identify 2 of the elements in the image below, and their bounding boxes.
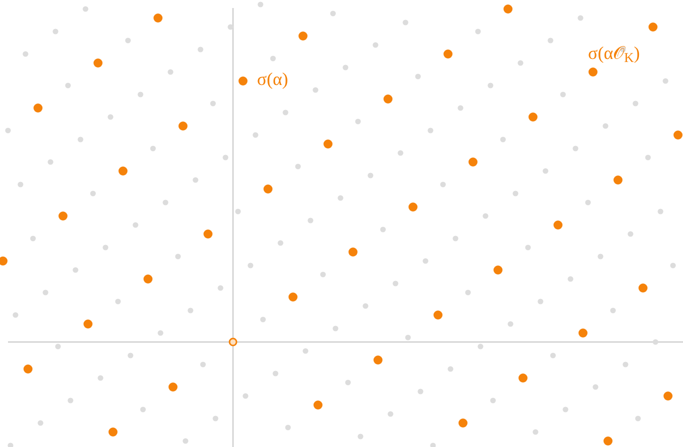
math-label: σ(α𝒪$_{K}$) bbox=[588, 42, 640, 67]
math-label: σ(α) bbox=[257, 68, 288, 91]
